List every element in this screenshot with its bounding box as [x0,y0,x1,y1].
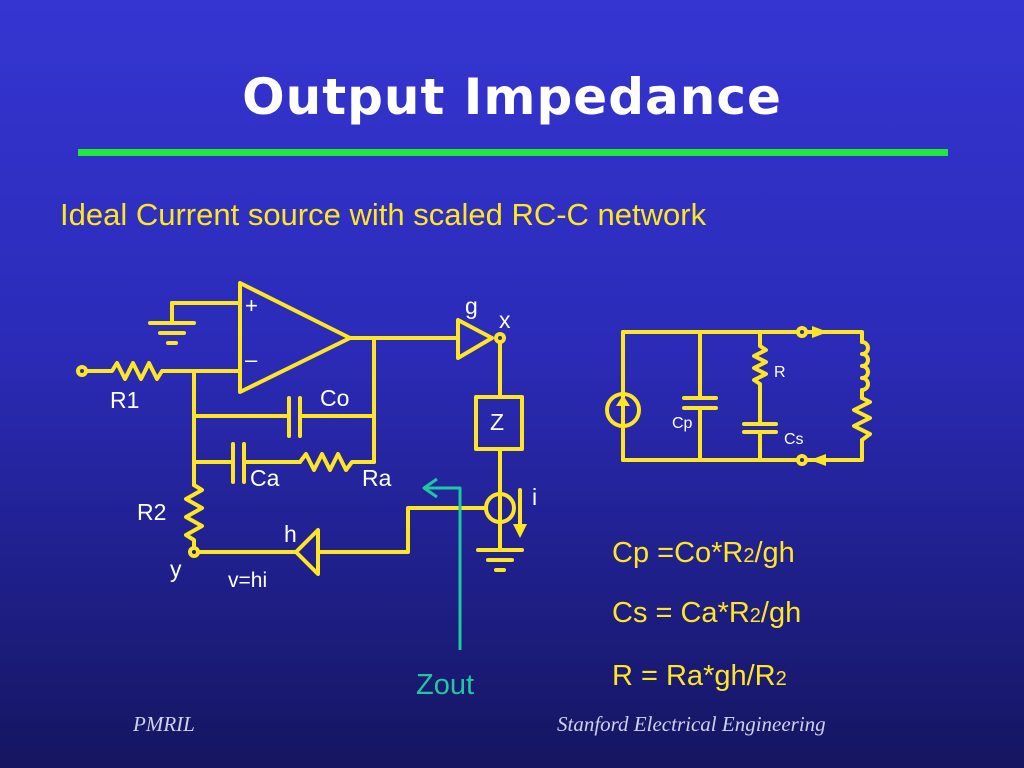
label-v-eq: v=hi [228,569,267,592]
label-minus: – [245,347,258,372]
label-z: Z [490,409,504,435]
slide-title: Output Impedance [242,68,782,126]
resistor-ra [298,452,376,472]
label-r2: R2 [137,499,166,525]
capacitor-cp [682,330,718,462]
equation-cs: Cs = Ca*R2/gh [612,597,802,629]
capacitor-co [192,396,376,438]
label-zout: Zout [416,669,474,701]
label-cs: Cs [784,431,804,448]
label-x: x [499,307,511,333]
footer-right: Stanford Electrical Engineering [557,712,826,736]
resistor-r1 [76,361,242,381]
label-cp: Cp [672,415,693,432]
wire-h-to-source [316,506,488,554]
buffer-h-symbol [294,528,320,576]
footer-left: PMRIL [133,712,195,736]
ground-symbol-opamp [148,301,196,345]
capacitor-cs [742,422,778,462]
resistor-r-network [752,330,768,426]
resistor-r2 [184,483,204,558]
label-ca: Ca [250,465,280,491]
label-r: R [774,364,786,381]
equation-r: R = Ra*gh/R2 [612,660,787,692]
current-arrow-head [513,524,527,538]
slide-subtitle: Ideal Current source with scaled RC-C ne… [60,197,707,232]
label-h: h [284,521,297,547]
inductor-load [860,340,870,400]
opamp-symbol [238,281,352,394]
label-plus: + [245,293,258,318]
wire-load-bottom [804,438,864,462]
title-divider [78,149,948,156]
network-source-arrow-head [616,395,630,406]
label-r1: R1 [110,387,139,413]
buffer-g-symbol [456,318,494,360]
terminal-bottom-arrow [810,454,826,466]
capacitor-ca [192,442,302,484]
network-current-source [605,392,641,428]
equation-cp: Cp =Co*R2/gh [612,537,795,569]
label-g: g [465,293,478,319]
terminal-top-arrow [812,326,828,338]
label-y: y [170,556,182,582]
zout-arrow [422,477,462,650]
resistor-load [852,396,872,442]
label-ra: Ra [362,465,392,491]
label-co: Co [320,385,349,411]
ground-symbol-source [476,548,524,572]
label-i: i [532,484,537,510]
